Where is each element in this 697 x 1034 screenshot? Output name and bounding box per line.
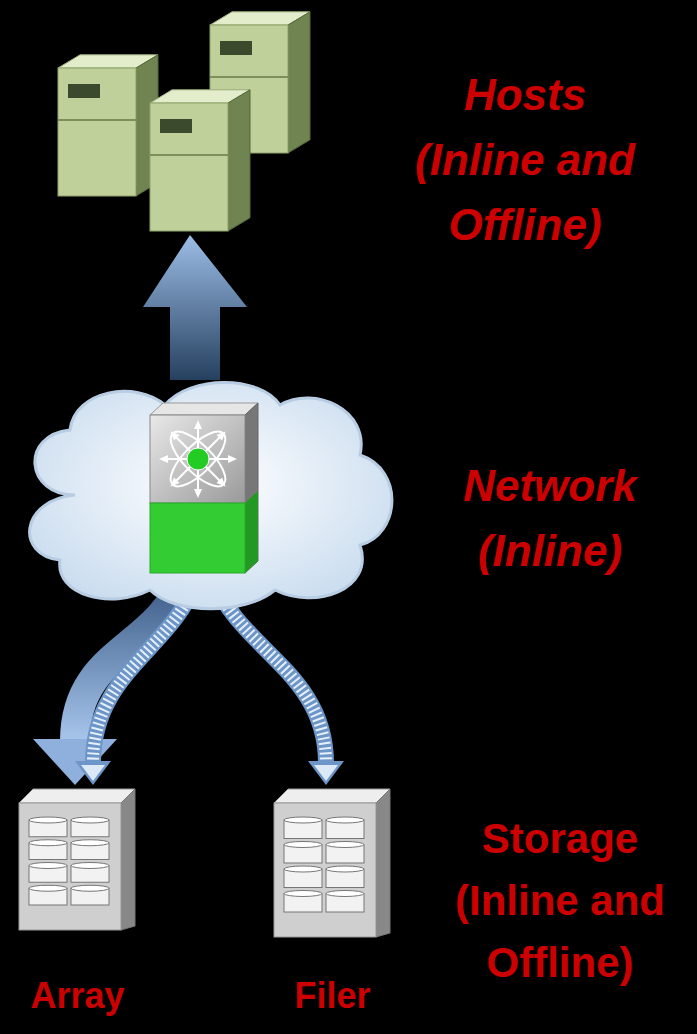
tier-label: Storage <box>425 808 695 870</box>
label-block: Filer <box>270 975 395 1017</box>
node-title: Network <box>415 453 685 518</box>
data-flow-arrow <box>143 235 247 380</box>
arrow-head <box>314 765 338 781</box>
node-title: Filer <box>270 975 395 1017</box>
storage-filer: Filer <box>270 785 395 1030</box>
server-icons <box>50 0 350 240</box>
filer-icon <box>270 785 396 957</box>
label-block: Network(Inline) <box>415 453 685 583</box>
network-cloud-switch: Network(Inline) <box>15 380 685 580</box>
node-subtitle: (Inline) <box>415 518 685 583</box>
striped-arrow <box>93 580 197 763</box>
arrow-head <box>75 761 111 785</box>
node-title: Hosts <box>385 62 665 127</box>
arrow-head <box>308 761 344 785</box>
node-subtitle: (Inline and Offline) <box>385 127 665 257</box>
hosts-group: Hosts(Inline and Offline) <box>50 0 660 235</box>
arrow-head <box>81 765 105 781</box>
node-title: Array <box>15 975 140 1017</box>
label-block: Array <box>15 975 140 1017</box>
array-icon <box>15 785 141 950</box>
network-cloud <box>15 375 405 615</box>
storage-array: Array <box>15 785 140 1030</box>
tier-note: (Inline and Offline) <box>425 870 695 994</box>
label-block: Hosts(Inline and Offline) <box>385 62 665 257</box>
storage-label: Storage(Inline and Offline) <box>425 808 695 994</box>
arrow-head <box>33 739 117 785</box>
